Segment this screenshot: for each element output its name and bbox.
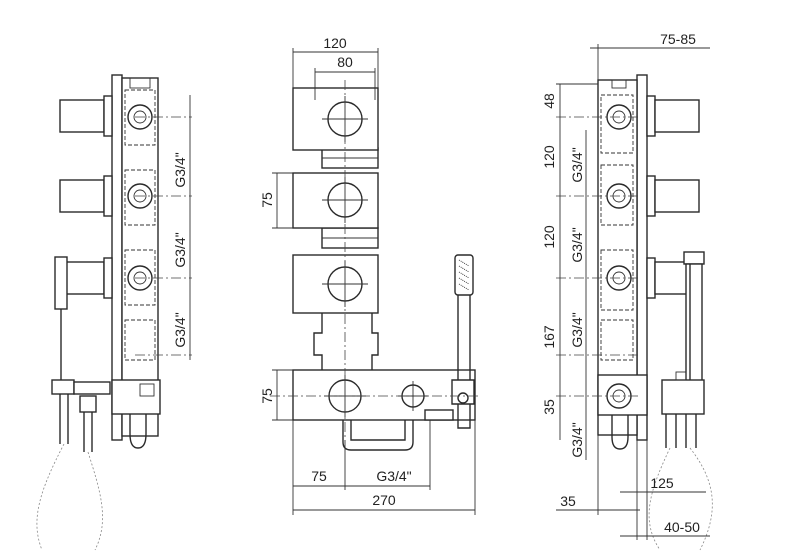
- left-hose: [36, 443, 65, 551]
- right-dim-spacing-1: 48: [541, 93, 557, 109]
- right-dim-spacing-4: 167: [541, 325, 557, 349]
- right-dim-35: 35: [560, 493, 576, 509]
- left-thread-label-2: G3/4": [172, 232, 188, 267]
- right-thread-label-1: G3/4": [569, 147, 585, 182]
- front-hand-shower: [454, 254, 474, 296]
- right-dim-depth-bottom: 40-50: [664, 519, 700, 535]
- left-diverter: [111, 379, 161, 415]
- right-handle-2: [654, 179, 700, 213]
- right-dim-125: 125: [650, 475, 674, 491]
- right-thread-label-4: G3/4": [569, 422, 585, 457]
- front-dim-bottom-thread: G3/4": [376, 468, 411, 484]
- front-dim-base-height: 75: [259, 388, 275, 404]
- left-handle-2: [59, 179, 105, 213]
- right-hand-shower-holder: [661, 379, 705, 415]
- left-handle-1: [59, 99, 105, 133]
- front-dim-bottom-offset: 75: [311, 468, 327, 484]
- left-body: [121, 77, 159, 437]
- right-dim-spacing-5: 35: [541, 399, 557, 415]
- right-hose: [689, 447, 713, 551]
- front-dim-top-inner: 80: [337, 54, 353, 70]
- front-view: 120 80 75 75 75 G3/4" 270: [259, 35, 480, 515]
- right-handle-1: [654, 99, 700, 133]
- front-dim-total-width: 270: [372, 492, 396, 508]
- right-dim-depth-top: 75-85: [660, 31, 696, 47]
- left-thread-label-1: G3/4": [172, 152, 188, 187]
- right-thread-label-3: G3/4": [569, 312, 585, 347]
- right-dim-spacing-2: 120: [541, 145, 557, 169]
- left-side-view: G3/4" G3/4" G3/4": [36, 74, 192, 551]
- right-dim-spacing-3: 120: [541, 225, 557, 249]
- front-dim-module-height: 75: [259, 192, 275, 208]
- front-dim-top-outer: 120: [323, 35, 347, 51]
- right-thread-label-2: G3/4": [569, 227, 585, 262]
- right-side-view: 48 120 120 167 35 G3/4" G3/4" G3/4" G3/4…: [541, 31, 713, 551]
- left-hand-shower: [54, 256, 68, 310]
- left-thread-label-3: G3/4": [172, 312, 188, 347]
